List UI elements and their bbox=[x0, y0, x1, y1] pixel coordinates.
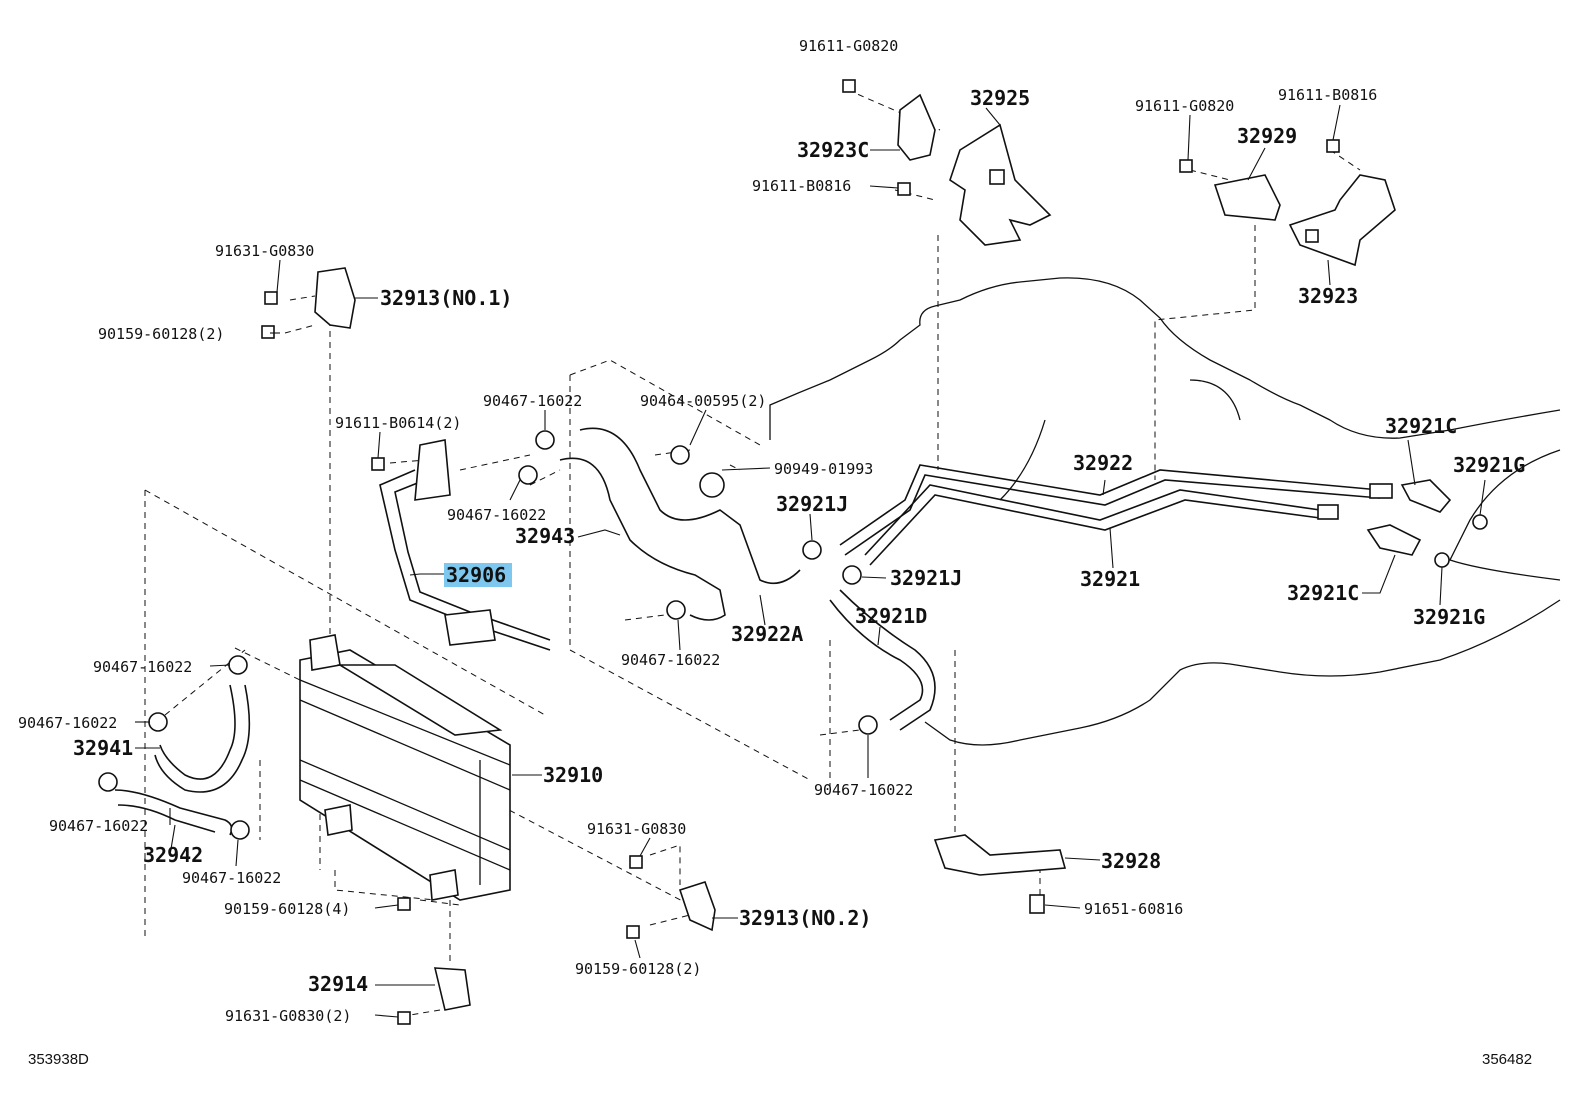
leader-dashes bbox=[144, 89, 1361, 1016]
callout-32922a: 32922A bbox=[731, 622, 803, 646]
highlight-32906 bbox=[444, 563, 512, 587]
callout-90949-01993: 90949-01993 bbox=[774, 460, 873, 478]
callout-91631-g0830-2: 91631-G0830(2) bbox=[225, 1007, 351, 1025]
callout-90159-60128-2-bottom: 90159-60128(2) bbox=[575, 960, 701, 978]
bracket-32914 bbox=[397, 897, 471, 1025]
bracket-32925 bbox=[949, 123, 1052, 246]
callout-91611-b0816-right: 91611-B0816 bbox=[1278, 86, 1377, 104]
bracket-32929 bbox=[1213, 174, 1281, 221]
leader-lines bbox=[135, 104, 1486, 1018]
callout-32923: 32923 bbox=[1298, 284, 1358, 308]
callout-32943: 32943 bbox=[515, 524, 575, 548]
bracket-32923 bbox=[1288, 174, 1396, 267]
callout-32921j-bottom: 32921J bbox=[890, 566, 962, 590]
callout-32921c-top: 32921C bbox=[1385, 414, 1457, 438]
engine-outline bbox=[769, 277, 1561, 746]
hoses-32941-32942 bbox=[98, 655, 251, 840]
clamp-icons-middle bbox=[518, 430, 878, 735]
callout-32910: 32910 bbox=[543, 763, 603, 787]
callout-90467-16022-c: 90467-16022 bbox=[621, 651, 720, 669]
callout-32923c: 32923C bbox=[797, 138, 869, 162]
callout-32925: 32925 bbox=[970, 86, 1030, 110]
hose-32943 bbox=[559, 427, 801, 621]
callout-91651-60816: 91651-60816 bbox=[1084, 900, 1183, 918]
callout-32929: 32929 bbox=[1237, 124, 1297, 148]
callout-90467-16022-a: 90467-16022 bbox=[483, 392, 582, 410]
callout-90467-16022-h: 90467-16022 bbox=[182, 869, 281, 887]
callout-32921j-top: 32921J bbox=[776, 492, 848, 516]
callout-32942: 32942 bbox=[143, 843, 203, 867]
callout-91611-g0820-right: 91611-G0820 bbox=[1135, 97, 1234, 115]
tubes-32922-32921 bbox=[839, 464, 1381, 566]
bracket-32928 bbox=[933, 834, 1067, 914]
callout-32921g-bottom: 32921G bbox=[1413, 605, 1485, 629]
callout-32914: 32914 bbox=[308, 972, 368, 996]
callout-90467-16022-d: 90467-16022 bbox=[93, 658, 192, 676]
callout-32921d: 32921D bbox=[855, 604, 927, 628]
callout-90467-16022-e: 90467-16022 bbox=[18, 714, 117, 732]
callout-91611-b0614-2: 91611-B0614(2) bbox=[335, 414, 461, 432]
fittings-32921c bbox=[1317, 479, 1488, 568]
callout-90467-16022-g: 90467-16022 bbox=[49, 817, 148, 835]
hose-32921d bbox=[829, 589, 936, 731]
callout-32922: 32922 bbox=[1073, 451, 1133, 475]
callout-90467-16022-f: 90467-16022 bbox=[814, 781, 913, 799]
callout-91611-g0820-top: 91611-G0820 bbox=[799, 37, 898, 55]
pipe-32906 bbox=[371, 439, 551, 651]
bracket-32913-no2 bbox=[626, 855, 716, 939]
callout-labels: 91611-G0820 32925 32923C 91611-B0816 916… bbox=[18, 37, 1525, 1025]
callout-32921: 32921 bbox=[1080, 567, 1140, 591]
bracket-32923c bbox=[897, 93, 936, 161]
callout-32921c-bottom: 32921C bbox=[1287, 581, 1359, 605]
callout-91631-g0830-top: 91631-G0830 bbox=[215, 242, 314, 260]
callout-91611-b0816-top: 91611-B0816 bbox=[752, 177, 851, 195]
callout-32928: 32928 bbox=[1101, 849, 1161, 873]
callout-32913-no2: 32913(NO.2) bbox=[739, 906, 871, 930]
oil-cooler-32910 bbox=[299, 634, 511, 901]
callout-32941: 32941 bbox=[73, 736, 133, 760]
bracket-32913-no1 bbox=[261, 267, 356, 339]
footer-right-code: 356482 bbox=[1482, 1051, 1532, 1068]
callout-90464-00595-2: 90464-00595(2) bbox=[640, 392, 766, 410]
callout-32913-no1: 32913(NO.1) bbox=[380, 286, 512, 310]
callout-90159-60128-4: 90159-60128(4) bbox=[224, 900, 350, 918]
footer-left-code: 353938D bbox=[28, 1051, 89, 1068]
bolt-icons-top bbox=[842, 79, 1340, 196]
callout-32906[interactable]: 32906 bbox=[446, 563, 506, 587]
callout-91631-g0830-bottom: 91631-G0830 bbox=[587, 820, 686, 838]
callout-32921g-top: 32921G bbox=[1453, 453, 1525, 477]
callout-90159-60128-2-top: 90159-60128(2) bbox=[98, 325, 224, 343]
footer: 353938D 356482 bbox=[28, 1051, 1532, 1068]
callout-90467-16022-b: 90467-16022 bbox=[447, 506, 546, 524]
